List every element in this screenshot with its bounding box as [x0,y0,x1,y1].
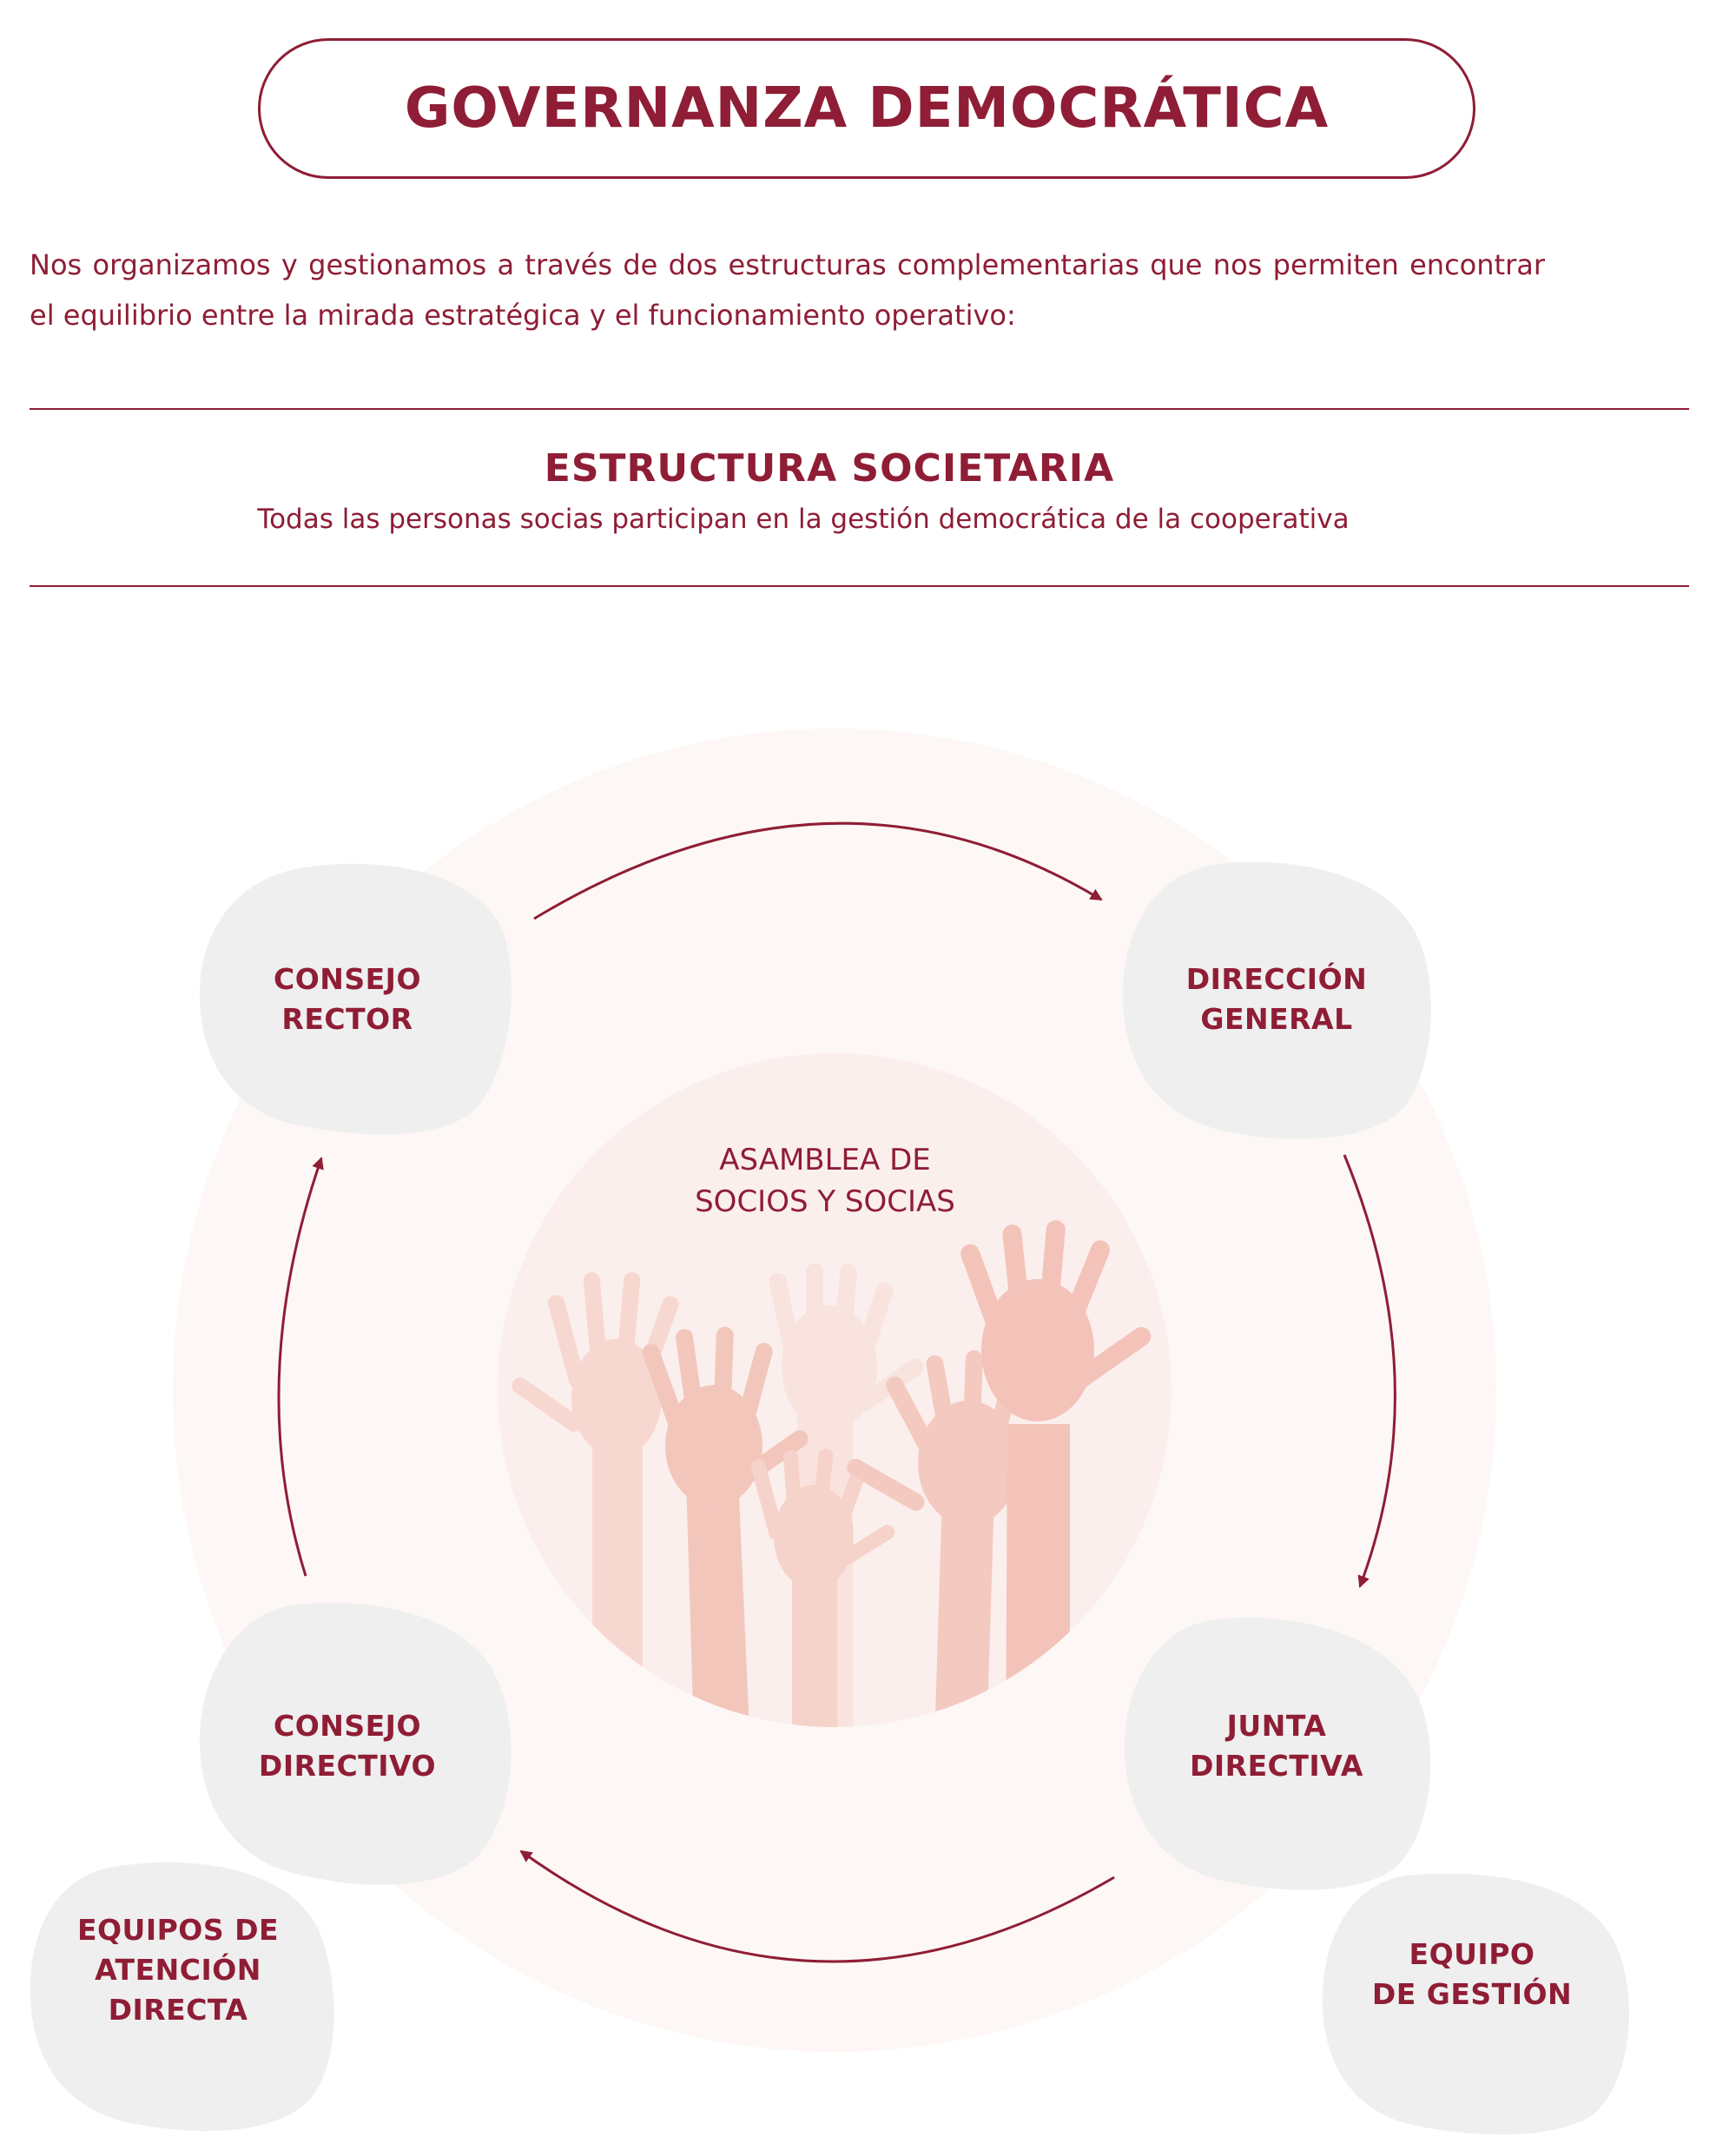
arrow-junta-to-consejo-directivo [519,1850,1115,1963]
label-equipo-gestion: EQUIPO DE GESTIÓN [1371,1937,1573,2011]
blob-direccion-general [1122,861,1431,1139]
arrow-direccion-to-junta [1343,1154,1396,1588]
page-title: GOVERNANZA DEMOCRÁTICA [404,76,1330,141]
section-subtitle: Todas las personas socias participan en … [257,504,1350,535]
divider-bottom [30,585,1689,587]
section-title: ESTRUCTURA SOCIETARIA [544,446,1115,491]
arrow-consejo-directivo-to-rector [277,1157,324,1577]
label-consejo-rector: CONSEJO RECTOR [273,962,422,1036]
label-direccion-general: DIRECCIÓN GENERAL [1185,962,1368,1036]
blob-equipos-atencion [30,1862,334,2132]
blob-junta-directiva [1124,1618,1431,1890]
blob-consejo-rector [199,863,512,1135]
assembly-label: ASAMBLEA DE SOCIOS Y SOCIAS [695,1143,955,1219]
arrow-rector-to-direccion [533,821,1103,920]
blob-consejo-directivo [199,1602,512,1885]
label-consejo-directivo: CONSEJO DIRECTIVO [258,1709,437,1783]
divider-top [30,408,1689,410]
label-equipos-atencion: EQUIPOS DE ATENCIÓN DIRECTA [76,1913,280,2027]
intro-paragraph: Nos organizamos y gestionamos a través d… [30,248,1545,332]
blob-equipo-gestion [1322,1873,1629,2135]
label-junta-directiva: JUNTA DIRECTIVA [1190,1709,1363,1783]
title-pill: GOVERNANZA DEMOCRÁTICA [258,38,1475,179]
